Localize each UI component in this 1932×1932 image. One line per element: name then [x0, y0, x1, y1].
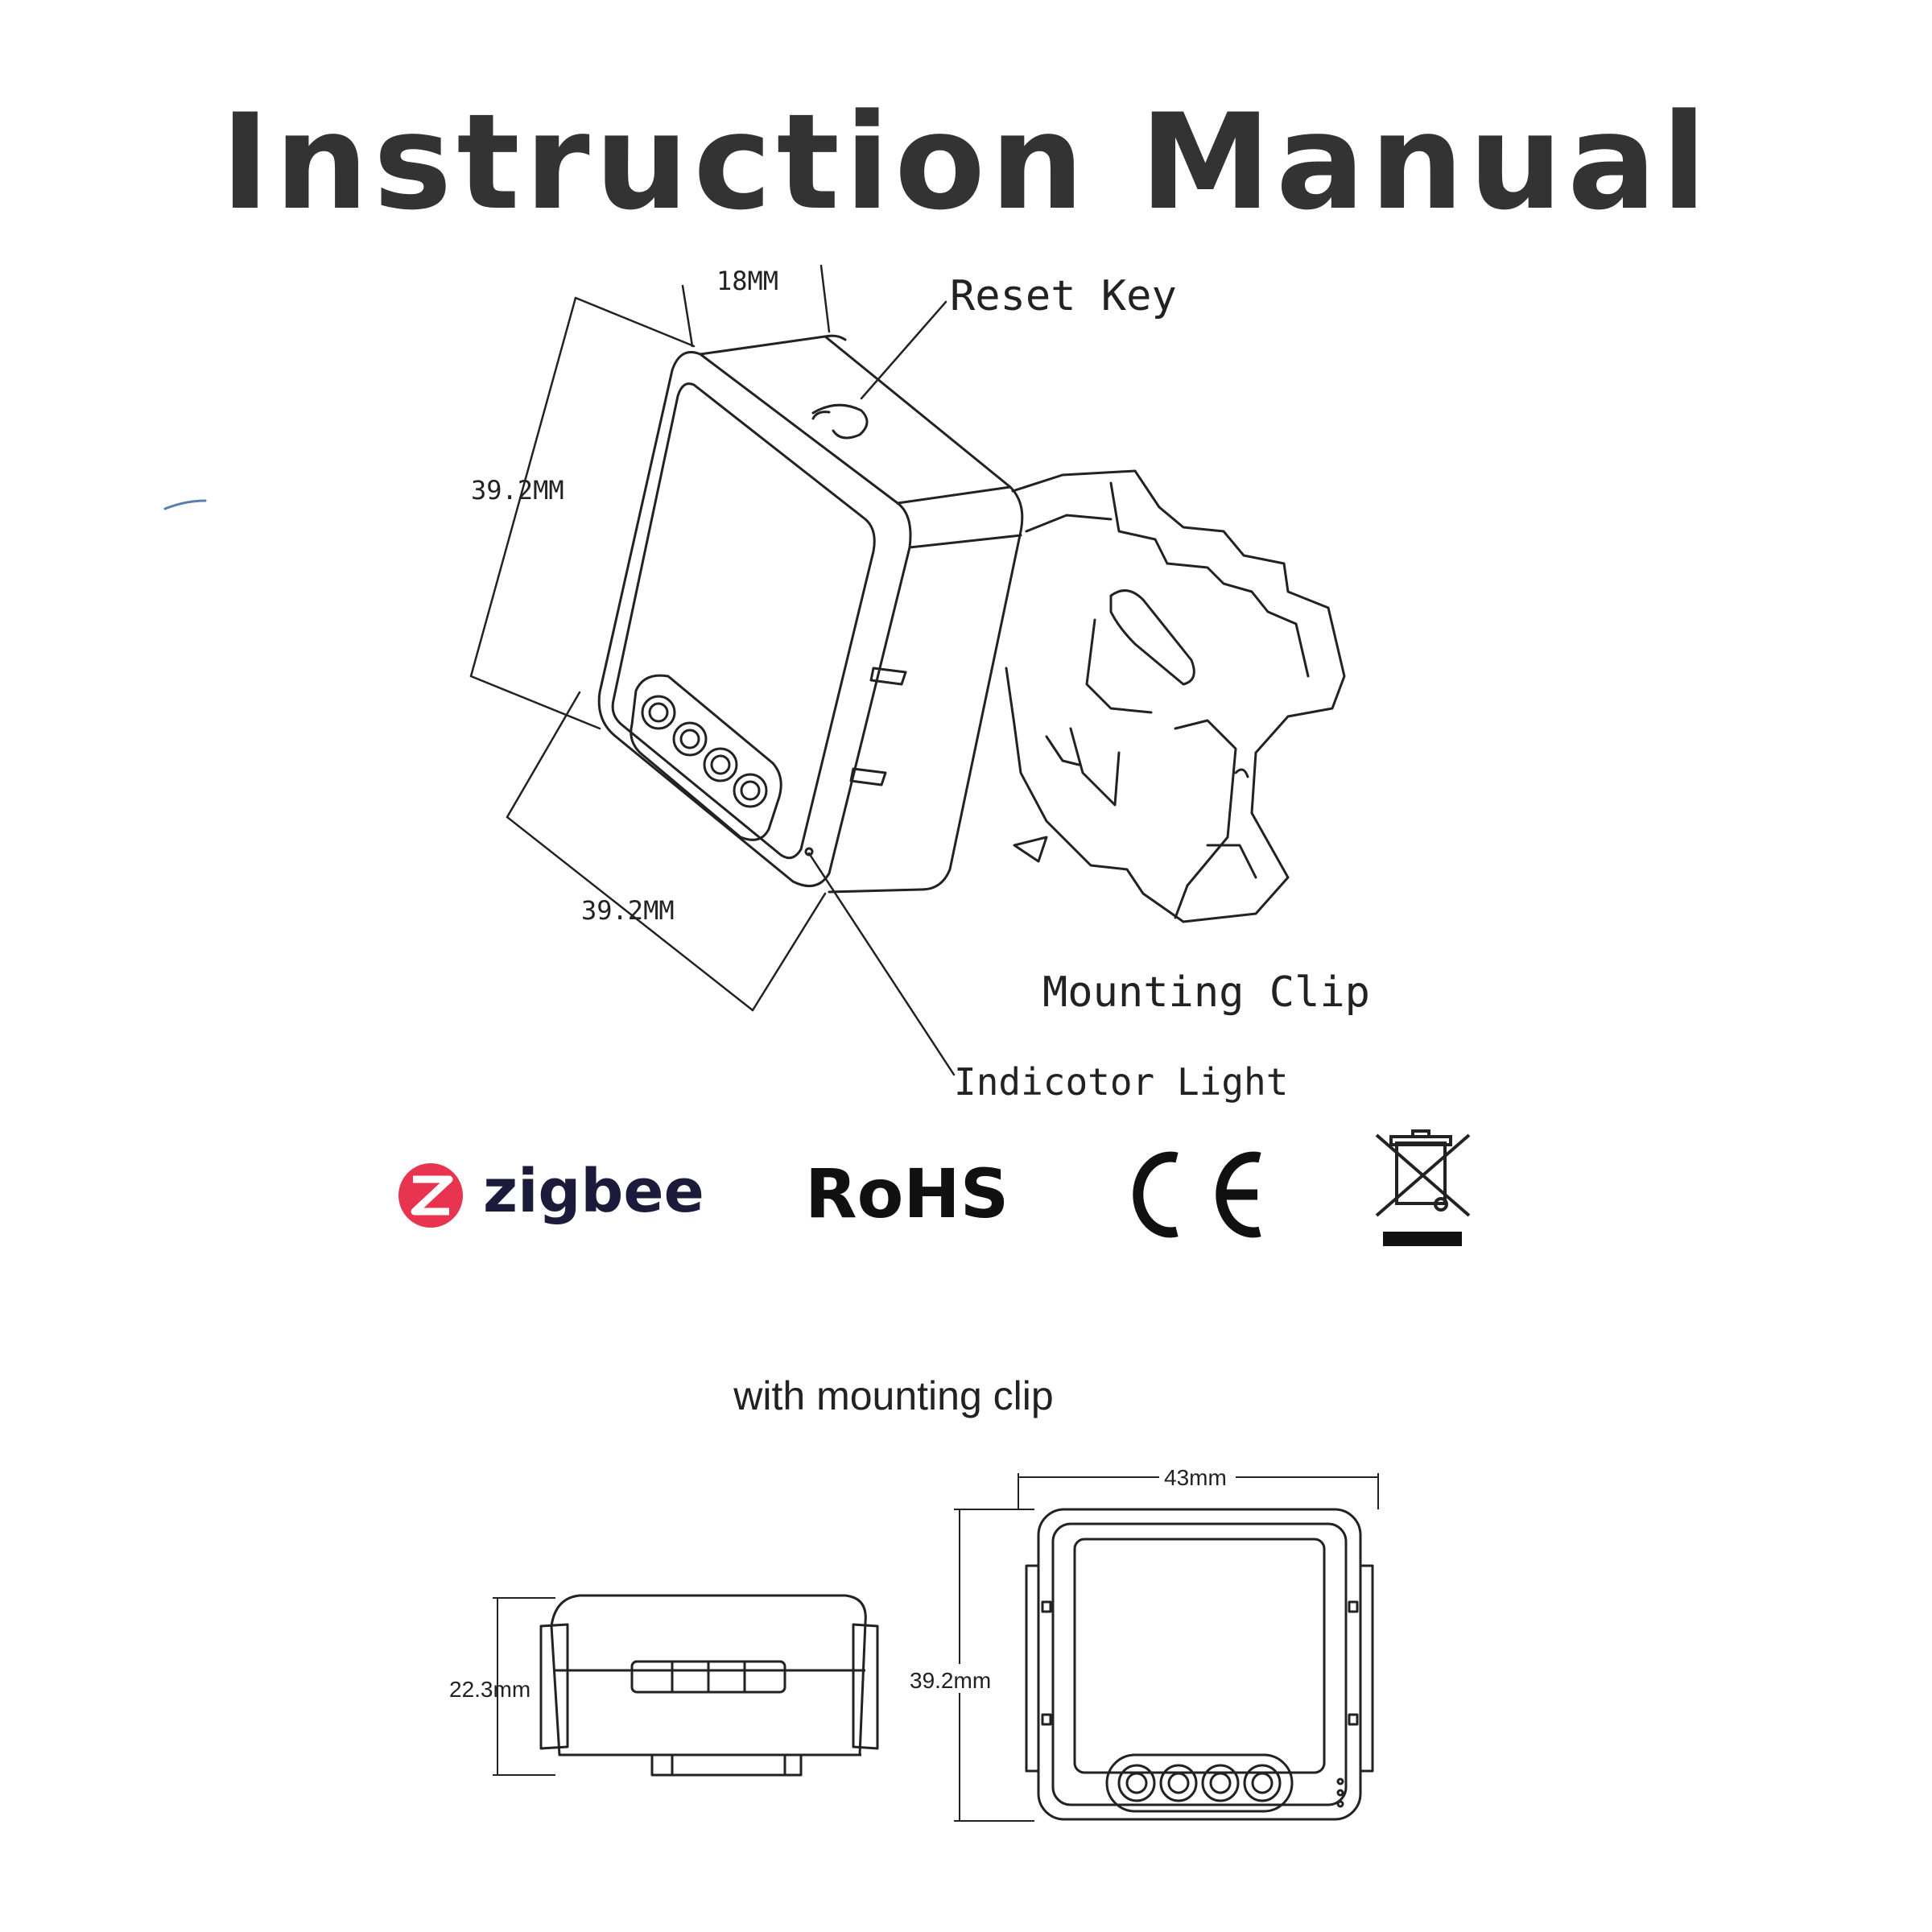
depth-label: 18MM [716, 266, 778, 296]
side-dimension [493, 1597, 555, 1776]
weee-bin-icon [1375, 1129, 1471, 1246]
front-view [1025, 1508, 1374, 1821]
front-height-label: 39.2mm [910, 1668, 991, 1693]
caption: with mounting clip [733, 1373, 1054, 1418]
dimension-lines [469, 264, 956, 1076]
mounting-clip-label: Mounting Clip [1042, 968, 1370, 1017]
front-width-label: 43mm [1164, 1465, 1227, 1490]
zigbee-wordmark: zigbee [483, 1157, 704, 1226]
indicator-light-label: Indicotor Light [954, 1060, 1288, 1104]
rohs-logo: RoHS [805, 1154, 1009, 1233]
side-height-label: 22.3mm [449, 1677, 530, 1702]
side-view [539, 1594, 879, 1777]
front-dimensions [954, 1473, 1379, 1822]
mounting-clip [1005, 469, 1346, 923]
width-label: 39.2MM [581, 895, 675, 926]
ce-mark [1133, 1151, 1261, 1238]
reset-key-label: Reset Key [950, 272, 1177, 320]
zigbee-logo: zigbee [398, 1157, 704, 1228]
page-title: Instruction Manual [220, 85, 1712, 239]
device-isometric [597, 334, 1024, 894]
height-label: 39.2MM [471, 475, 564, 506]
